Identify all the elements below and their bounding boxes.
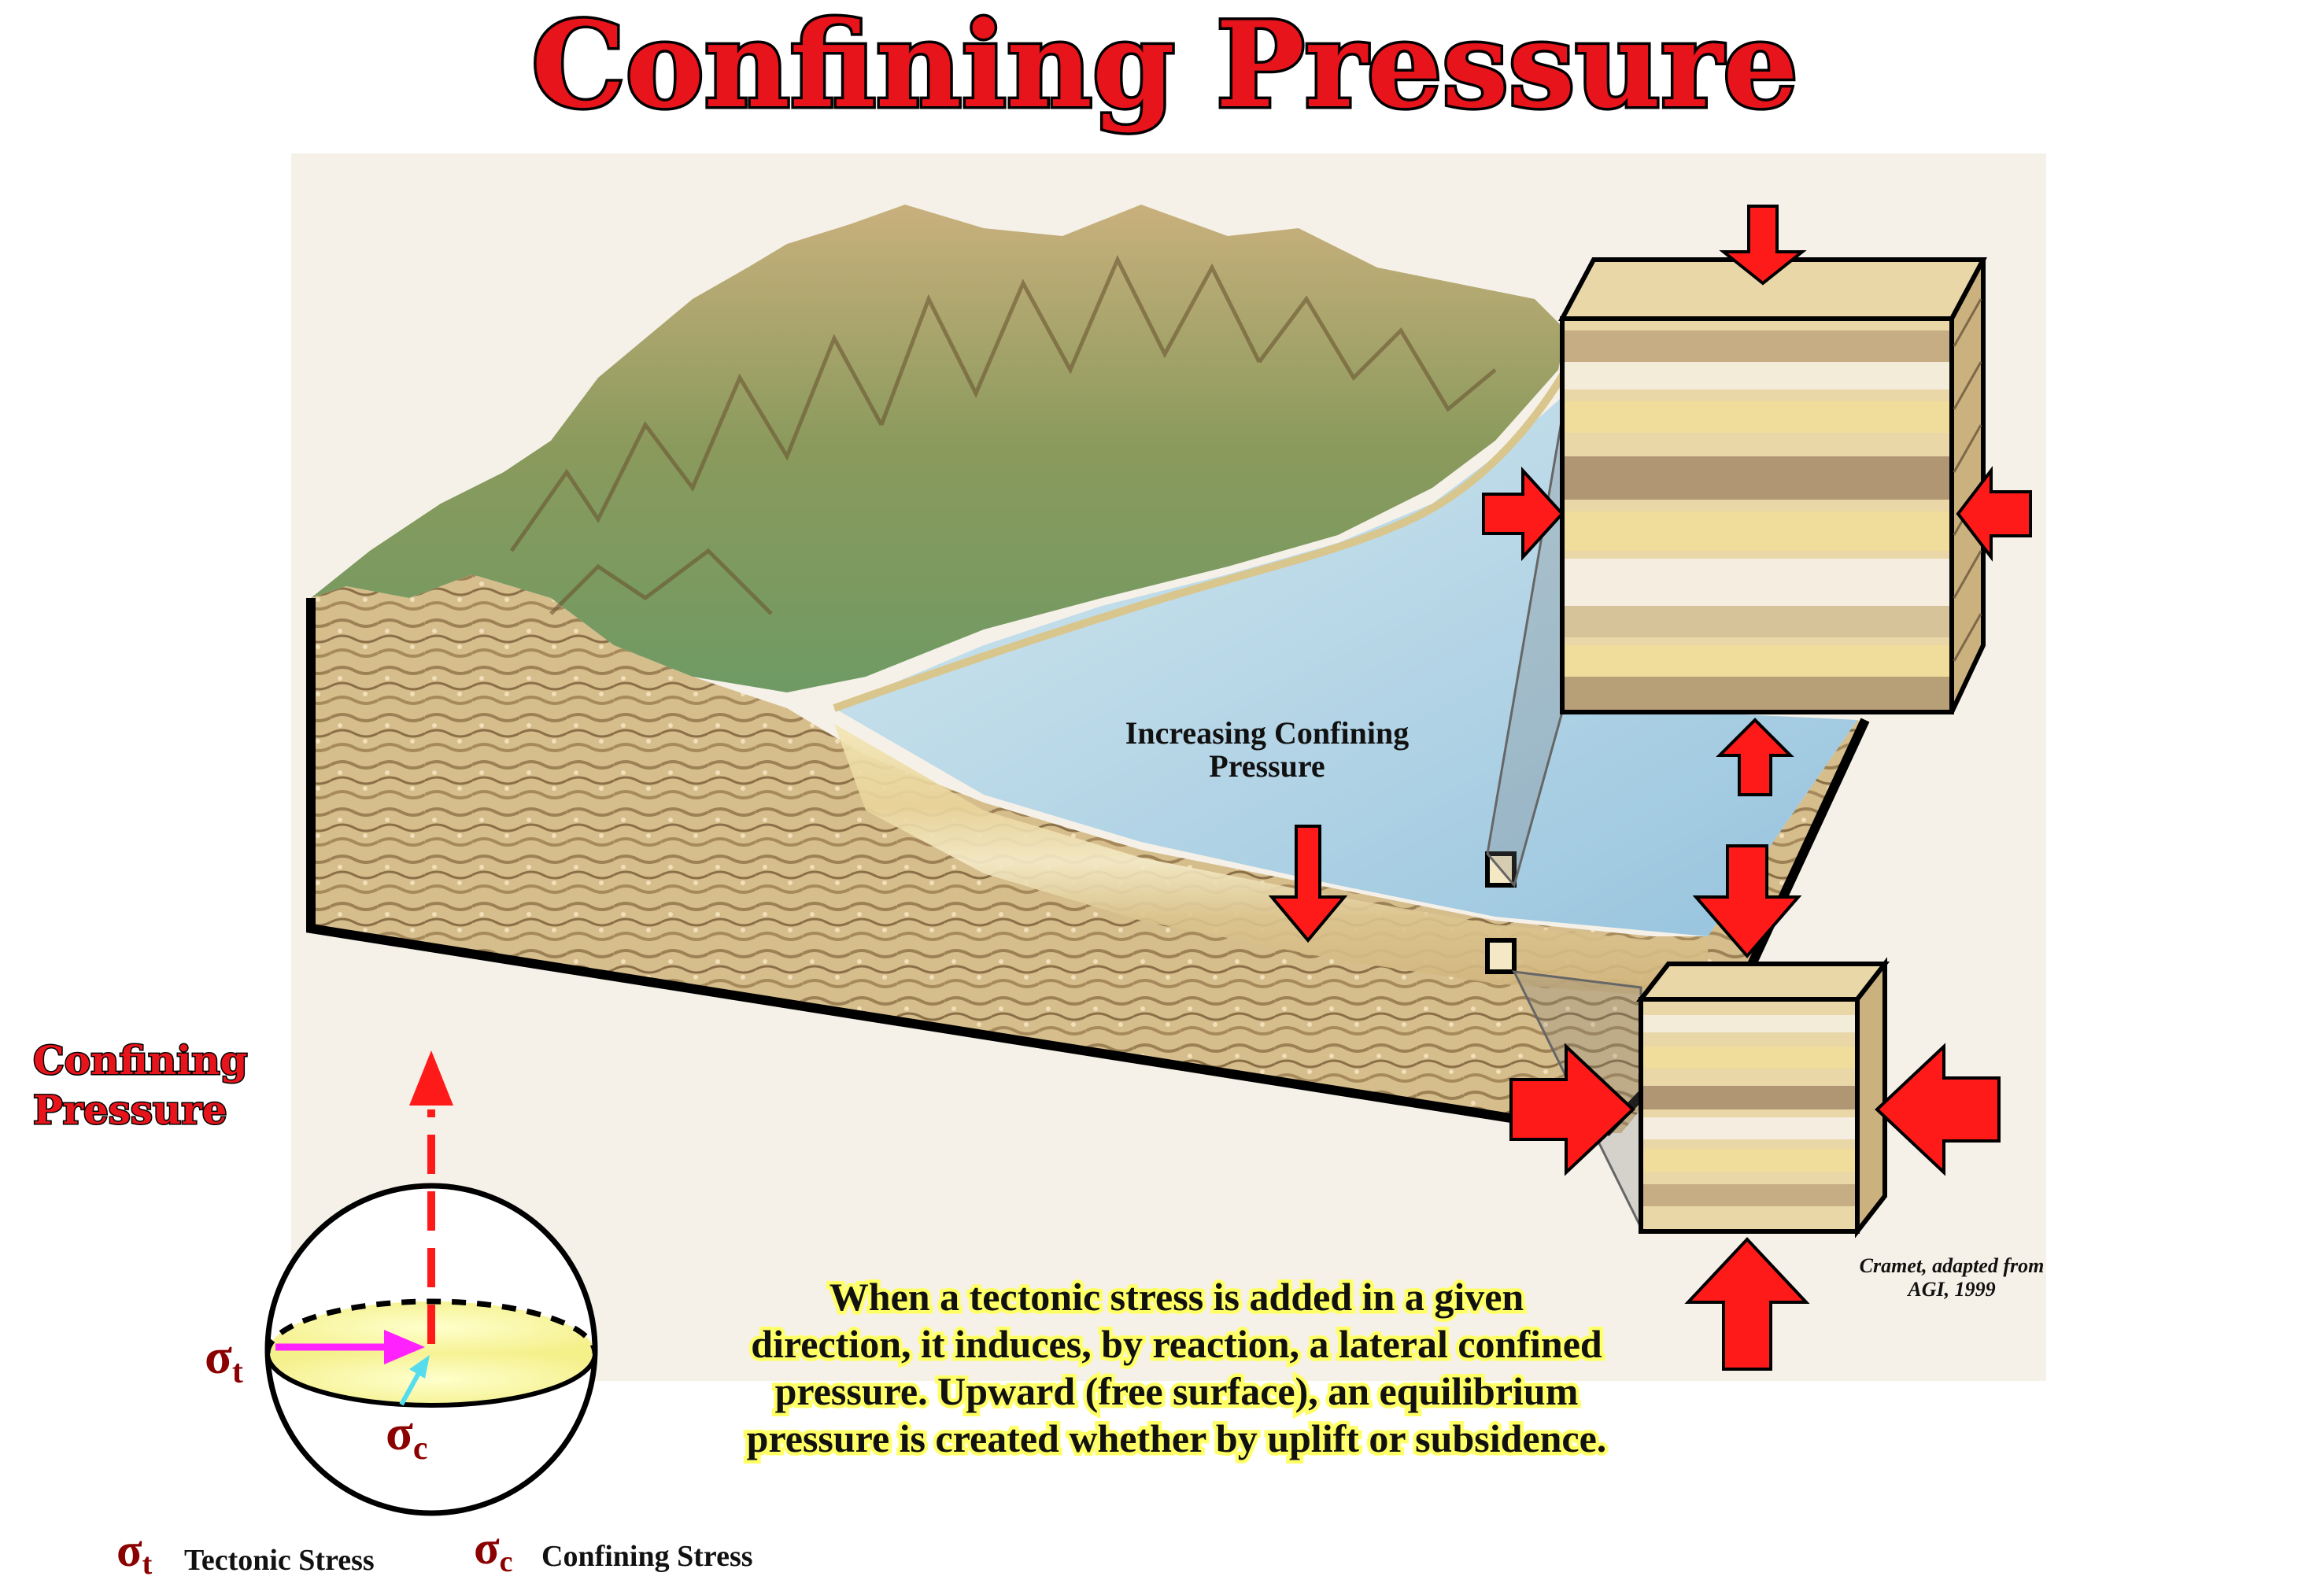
shoreline [833,367,1570,712]
upper-cube-top-arrow [1719,205,1807,286]
upper-cube-left-arrow [1482,466,1565,562]
description-line-1: When a tectonic stress is added in a giv… [829,1275,1524,1319]
diagram-label-line1: Increasing Confining [1125,715,1409,751]
stress-sphere [264,1050,598,1516]
sphere-sigma-c: σc [386,1405,427,1467]
sea-surface [834,393,1857,936]
lower-cube-top-arrow [1692,844,1802,959]
upper-rock-cube [1558,257,1987,714]
lower-cube-left-arrow [1509,1043,1635,1176]
lower-rock-cube [1635,957,1890,1239]
sample-square-lower [1485,938,1517,974]
side-heading-line2: Pressure [33,1087,227,1133]
description-line-4: pressure is created whether by uplift or… [747,1416,1607,1460]
legend-sigma-t: σt [116,1524,153,1580]
mountain-ridges [509,255,1497,615]
confining-down-arrow [1268,825,1348,943]
block-outline [306,598,1606,1138]
legend-confining-label: Confining Stress [541,1540,753,1573]
upper-cube-bottom-arrow [1716,718,1794,796]
sphere-sigma-t: σt [205,1328,243,1390]
side-heading-line1: Confining [33,1037,248,1083]
page-title: Confining Pressure [531,0,1797,135]
description-line-2: direction, it induces, by reaction, a la… [751,1322,1602,1366]
credit-line2: AGI, 1999 [1906,1278,1995,1301]
lower-cube-bottom-arrow [1684,1237,1810,1371]
description-line-3: pressure. Upward (free surface), an equi… [775,1369,1579,1413]
diagram-label-line2: Pressure [1209,748,1325,784]
legend-sigma-c: σc [474,1522,513,1578]
upper-cube-right-arrow [1956,466,2032,562]
sediment-strata [834,724,1708,999]
description-block: When a tectonic stress is added in a giv… [743,1272,1610,1464]
mountain-range [311,205,1566,692]
credit-line1: Cramet, adapted from [1860,1254,2045,1277]
legend-tectonic-label: Tectonic Stress [184,1544,375,1577]
lower-cube-right-arrow [1875,1043,2001,1176]
